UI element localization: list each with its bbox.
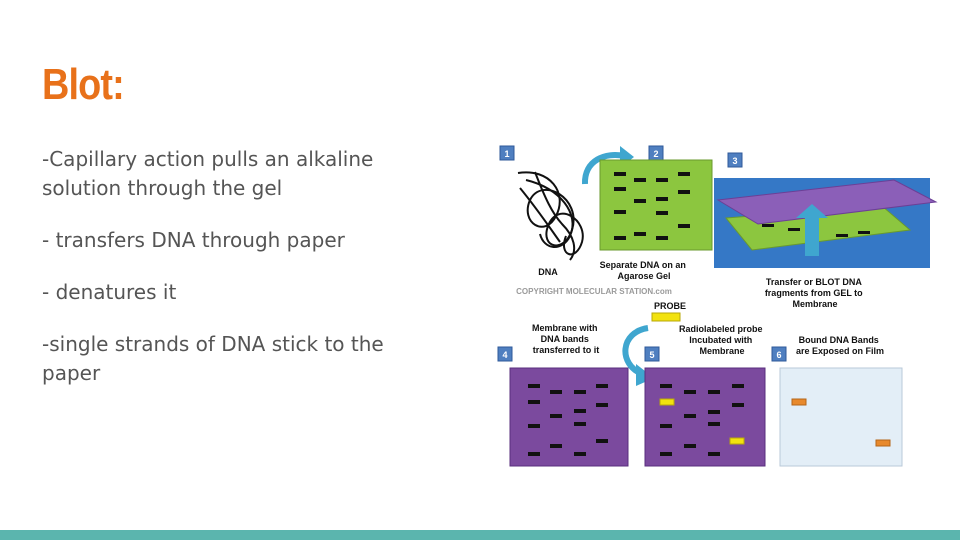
step-number-2: 2 [653,149,658,159]
slide-title: Blot: [42,60,125,109]
step-number-5: 5 [649,350,654,360]
step-badge-3: 3 [727,152,743,168]
transfer-membrane [716,179,938,225]
bullet-transfers-dna: - transfers DNA through paper [42,228,345,252]
probe-bound-band-1 [659,398,675,406]
step-number-1: 1 [504,149,509,159]
membrane-step5-bands [660,384,744,456]
step-number-3: 3 [732,156,737,166]
transfer-arrow-head [796,204,828,218]
membrane-step4 [509,367,629,467]
dna-label: DNA [538,267,558,277]
film-band-1 [791,398,807,406]
copyright-text: COPYRIGHT MOLECULAR STATION.com [516,287,672,296]
bottom-accent-bar [0,530,960,540]
transfer-arrow-shaft [805,216,819,256]
bullet-capillary-action: -Capillary action pulls an alkaline solu… [42,147,374,200]
probe-bound-band-2 [729,437,745,445]
bound-bands-label: Bound DNA Bands are Exposed on Film [796,335,884,356]
step4-to-step5-arrow [622,325,649,377]
separate-dna-label: Separate DNA on an Agarose Gel [600,260,689,281]
transfer-gel-bands [762,224,870,237]
membrane-step4-bands [528,384,608,456]
step-number-6: 6 [776,350,781,360]
transfer-label: Transfer or BLOT DNA fragments from GEL … [765,277,865,309]
step-badge-4: 4 [497,346,513,362]
membrane-step5 [644,367,766,467]
exposed-film [779,367,903,467]
step-badge-1: 1 [499,145,515,161]
step-number-4: 4 [502,350,507,360]
membrane-label: Membrane with DNA bands transferred to i… [532,323,600,355]
film-band-2 [875,439,891,447]
probe-block [651,312,681,322]
probe-label: PROBE [654,301,686,311]
radiolabeled-label: Radiolabeled probe Incubated with Membra… [679,324,765,356]
bullet-list: -Capillary action pulls an alkaline solu… [42,145,442,411]
bullet-single-strands: -single strands of DNA stick to the pape… [42,332,384,385]
southern-blot-diagram: 1 2 3 4 5 6 DNA [490,138,950,473]
dna-strand-scribble [517,171,584,261]
step-badge-5: 5 [644,346,660,362]
step-badge-2: 2 [648,145,664,161]
gel-bands [614,172,690,240]
bullet-denatures: - denatures it [42,280,177,304]
step-badge-6: 6 [771,346,787,362]
step1-to-step2-arrow [581,152,625,185]
southern-blot-svg: 1 2 3 4 5 6 DNA [497,145,938,467]
